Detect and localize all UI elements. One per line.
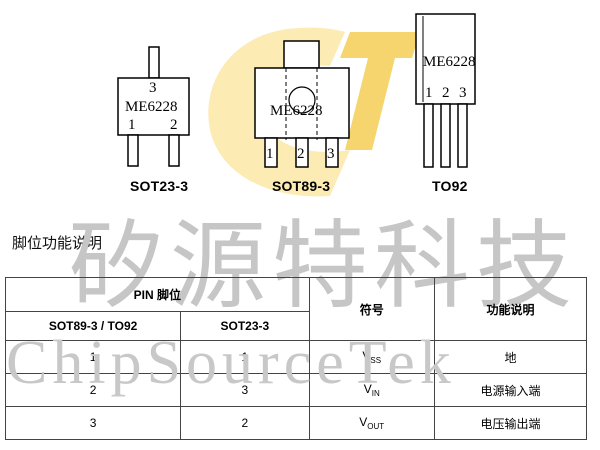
table-row: 2 3 VIN 电源输入端 bbox=[4, 373, 588, 407]
header-sot89-to92: SOT89-3 / TO92 bbox=[4, 311, 182, 341]
sot89-pin-3: 3 bbox=[327, 146, 335, 162]
header-sot23: SOT23-3 bbox=[180, 311, 310, 341]
cell-symbol: VOUT bbox=[308, 406, 435, 440]
cell-sot23: 2 bbox=[180, 406, 310, 440]
sot23-package-name: SOT23-3 bbox=[130, 178, 189, 194]
cell-symbol: VIN bbox=[308, 373, 435, 407]
cell-symbol: VSS bbox=[308, 340, 435, 374]
cell-sot89: 2 bbox=[4, 373, 182, 407]
table-subheader-row: SOT89-3 / TO92 SOT23-3 bbox=[4, 311, 587, 341]
sot89-package-name: SOT89-3 bbox=[272, 178, 331, 194]
header-function: 功能说明 bbox=[433, 277, 588, 341]
sot89-pin-1: 1 bbox=[266, 146, 274, 162]
table-row: 3 2 VOUT 电压输出端 bbox=[4, 406, 588, 440]
package-svg: 3 ME6228 1 2 ME6228 1 2 3 ME6228 1 bbox=[117, 13, 476, 197]
to92-chip-label: ME6228 bbox=[423, 54, 476, 70]
table-header-row: PIN 脚位 符号 功能说明 bbox=[5, 277, 588, 341]
cell-sot89: 1 bbox=[4, 340, 182, 374]
to92-pin-2: 2 bbox=[442, 85, 450, 101]
header-pin: PIN 脚位 bbox=[5, 277, 310, 312]
section-title: 脚位功能说明 bbox=[12, 234, 103, 252]
sot89-chip-label: ME6228 bbox=[270, 103, 323, 119]
to92-package bbox=[415, 13, 476, 168]
package-diagrams: 3 ME6228 1 2 ME6228 1 2 3 ME6228 1 bbox=[0, 0, 600, 215]
sot89-3-package bbox=[254, 40, 350, 168]
sot23-chip-label: ME6228 bbox=[125, 99, 178, 115]
table-row: 1 1 VSS 地 bbox=[4, 340, 588, 374]
header-symbol: 符号 bbox=[308, 277, 435, 341]
cell-function: 电源输入端 bbox=[433, 373, 588, 407]
sot23-pin-2: 2 bbox=[170, 117, 178, 133]
sot23-pin-1: 1 bbox=[128, 117, 136, 133]
logo-watermark bbox=[208, 27, 420, 197]
cell-sot89: 3 bbox=[4, 406, 182, 440]
sot89-pin-2: 2 bbox=[297, 146, 305, 162]
sot89-tab-outline bbox=[285, 68, 318, 140]
to92-pin-1: 1 bbox=[425, 85, 433, 101]
sot89-pin1-marker bbox=[288, 86, 316, 114]
cell-function: 电压输出端 bbox=[433, 406, 588, 440]
to92-pin-3: 3 bbox=[459, 85, 467, 101]
cell-sot23: 1 bbox=[180, 340, 310, 374]
pin-function-table: PIN 脚位 符号 功能说明 SOT89-3 / TO92 SOT23-3 1 … bbox=[4, 277, 588, 440]
to92-package-name: TO92 bbox=[432, 178, 468, 194]
cell-sot23: 3 bbox=[180, 373, 310, 407]
sot23-3-package bbox=[117, 46, 190, 167]
cell-function: 地 bbox=[433, 340, 588, 374]
sot23-pin-3: 3 bbox=[149, 80, 157, 96]
